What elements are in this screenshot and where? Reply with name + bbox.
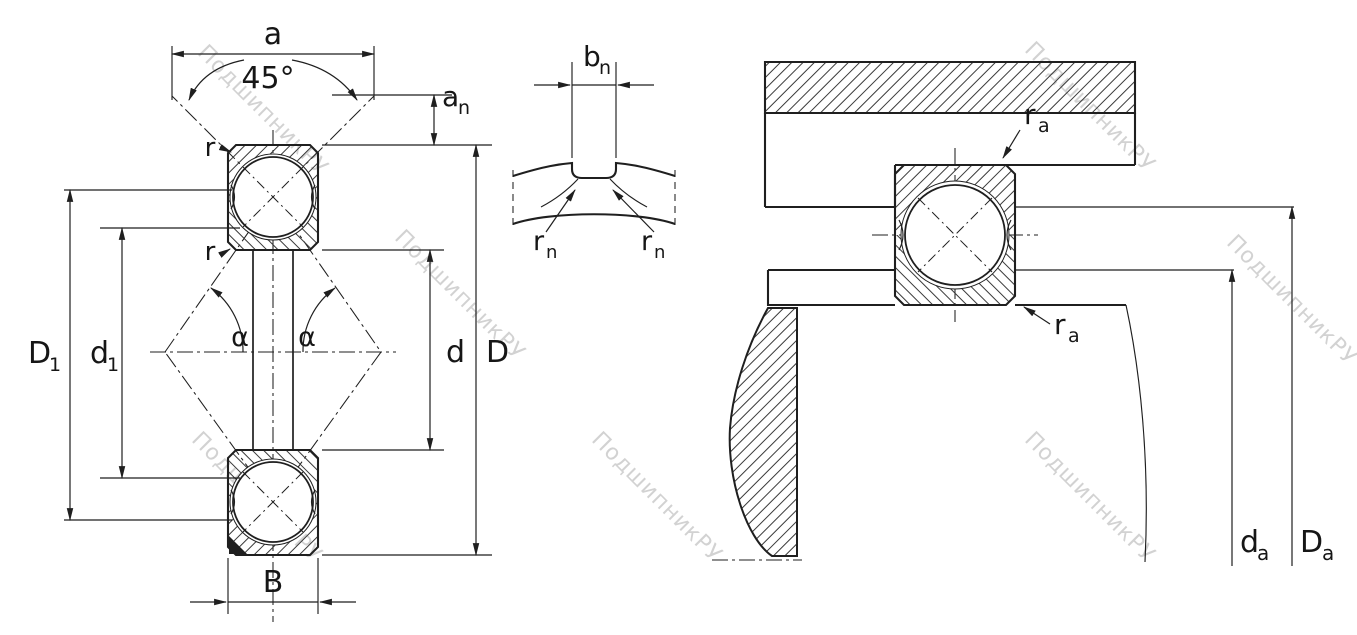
- label-dim-d1-sub: 1: [107, 354, 119, 376]
- label-radius-r-bottom: r: [205, 237, 216, 267]
- label-angle-45: 45°: [241, 61, 294, 96]
- label-dim-rn-right: r: [641, 226, 653, 257]
- label-dim-D1: D: [28, 336, 51, 371]
- dim-B: B: [190, 558, 356, 614]
- dim-ra: r a r a: [1002, 98, 1080, 347]
- watermark-text: ПодшипникРУ: [1019, 427, 1159, 567]
- label-dim-ra-bottom-sub: a: [1068, 325, 1080, 347]
- label-alpha-left: α: [231, 322, 249, 353]
- dim-D: D: [322, 143, 509, 557]
- mounted-bearing-section: [872, 148, 1038, 322]
- label-dim-ra-top-sub: a: [1038, 115, 1050, 137]
- housing-hatched-band: [763, 60, 1137, 115]
- angle-45-annotation: 45°: [188, 59, 358, 101]
- shaft-section: [712, 268, 1147, 563]
- dim-d: d: [322, 248, 465, 452]
- bore-silhouette-lines: [252, 250, 294, 450]
- label-dim-B: B: [263, 565, 284, 600]
- dim-D1: D 1: [28, 188, 232, 522]
- label-dim-da-sub: a: [1257, 541, 1269, 565]
- dim-Da: D a: [1015, 205, 1334, 566]
- radius-labels: r r: [205, 133, 232, 267]
- label-dim-da: d: [1240, 525, 1259, 560]
- label-dim-an: a: [442, 80, 459, 113]
- label-dim-d: d: [446, 335, 465, 370]
- label-dim-rn-right-sub: n: [654, 242, 665, 263]
- snap-ring: [229, 536, 247, 554]
- label-dim-a: a: [264, 17, 282, 52]
- label-dim-ra-top: r: [1024, 98, 1036, 131]
- label-dim-D: D: [486, 335, 509, 370]
- dim-d1: d 1: [90, 226, 240, 480]
- mounting-view: r a r a d a D a: [712, 60, 1334, 566]
- front-section-view: a 45° a n r r α α: [28, 17, 509, 622]
- dim-an: a n: [332, 80, 470, 147]
- alpha-annotations: α α: [210, 287, 336, 353]
- label-dim-d1: d: [90, 336, 109, 371]
- bearing-section-top: [226, 143, 320, 252]
- label-dim-rn-left-sub: n: [546, 242, 557, 263]
- label-dim-bn: b: [583, 40, 601, 73]
- groove-fillet-left: [540, 178, 579, 208]
- label-dim-rn-left: r: [533, 226, 545, 257]
- dim-a: a: [170, 17, 376, 100]
- ring-inner-surface: [512, 213, 676, 225]
- dim-da: d a: [1015, 268, 1269, 566]
- shaft-break-curve: [1125, 304, 1147, 563]
- groove-fillet-right: [609, 178, 648, 208]
- dim-bn: b n: [534, 40, 654, 158]
- bearing-section-bottom: [226, 448, 320, 557]
- label-dim-D1-sub: 1: [49, 354, 61, 376]
- shaft-shoulder-hatched: [728, 307, 798, 557]
- snap-ring-groove-detail: b n r n r n: [512, 40, 676, 263]
- label-radius-r-top: r: [205, 133, 216, 163]
- dim-rn: r n r n: [533, 189, 665, 263]
- label-dim-an-sub: n: [458, 97, 470, 119]
- ring-outer-surface: [512, 161, 676, 180]
- label-alpha-right: α: [298, 322, 316, 353]
- label-dim-bn-sub: n: [599, 57, 611, 79]
- watermark-text: ПодшипникРУ: [1221, 230, 1357, 370]
- label-dim-Da: D: [1300, 525, 1323, 560]
- label-dim-Da-sub: a: [1322, 541, 1334, 565]
- watermark-text: ПодшипникРУ: [586, 427, 726, 567]
- label-dim-ra-bottom: r: [1054, 308, 1066, 341]
